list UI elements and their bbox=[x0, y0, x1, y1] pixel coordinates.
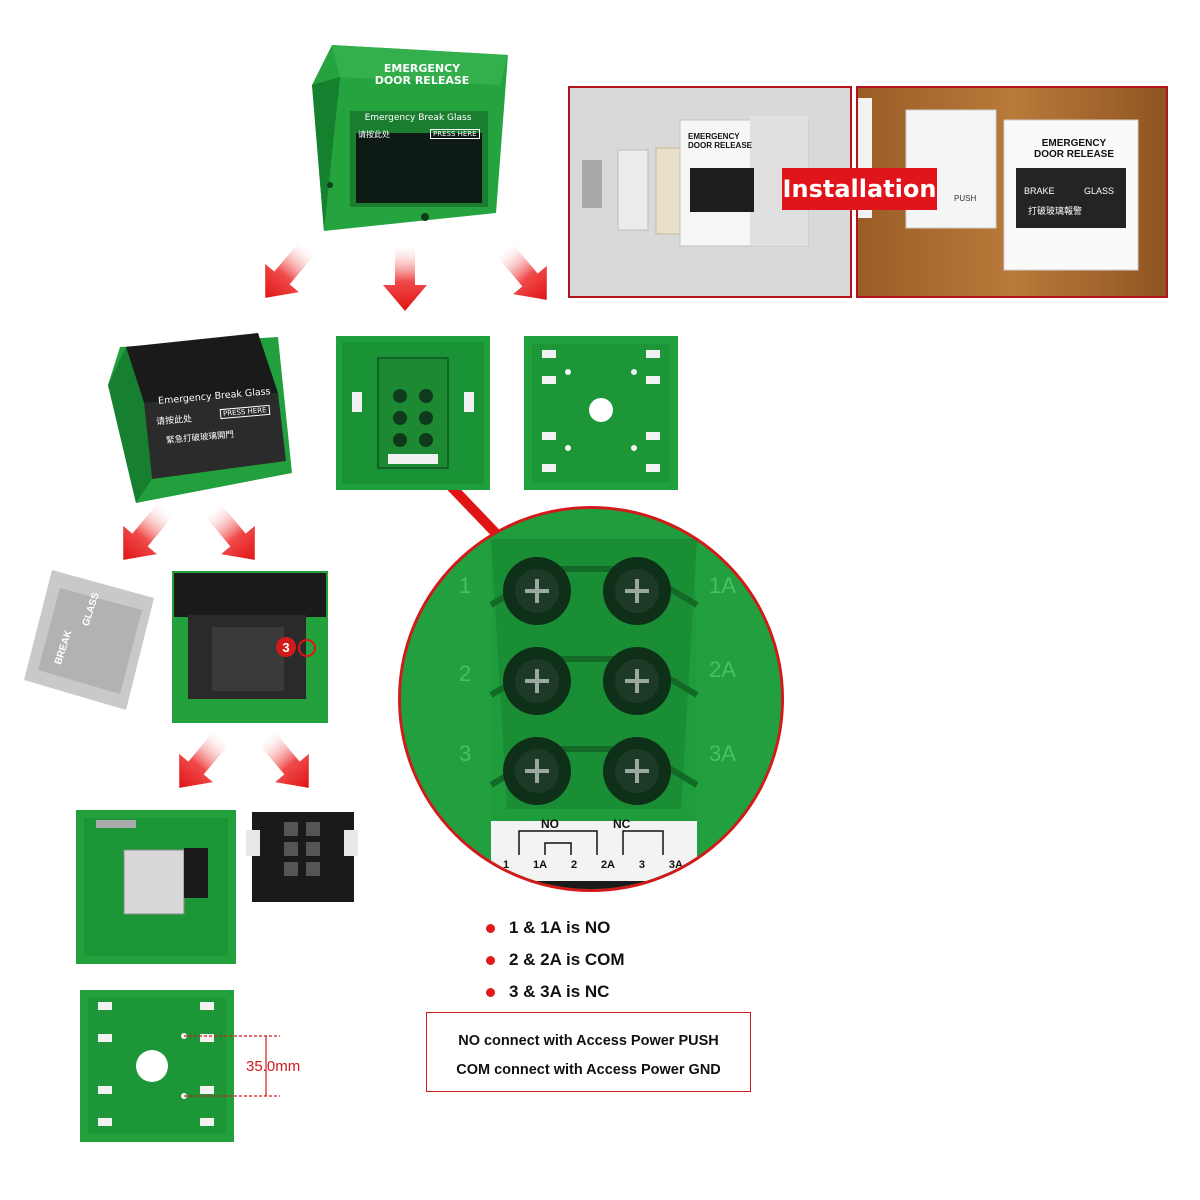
base-with-switch bbox=[76, 810, 236, 964]
diagram-no: NO bbox=[541, 817, 559, 831]
arrow-base-right bbox=[249, 723, 326, 803]
diagram-nc: NC bbox=[613, 817, 631, 831]
term-label-3: 3 bbox=[459, 741, 472, 766]
installation-photo-right: PUSH EMERGENCY DOOR RELEASE BRAKE GLASS … bbox=[856, 86, 1168, 298]
diagram-bottom-2a: 2A bbox=[600, 859, 615, 871]
wiring-note: NO connect with Access Power PUSH COM co… bbox=[426, 1012, 751, 1092]
term-label-2: 2 bbox=[459, 661, 472, 686]
note-line-2: COM connect with Access Power GND bbox=[456, 1062, 721, 1078]
bullet-icon bbox=[486, 923, 495, 933]
callout-number: 3 bbox=[282, 639, 290, 655]
term-label-1a: 1A bbox=[709, 573, 736, 598]
terminal-module bbox=[246, 810, 358, 906]
photo-right-cn: 打破玻璃報警 bbox=[1028, 206, 1083, 216]
photo-right-glass: GLASS bbox=[1084, 186, 1115, 196]
diagram-bottom-1a: 1A bbox=[533, 859, 548, 871]
glass-cn: 请按此处 bbox=[358, 130, 390, 139]
photo-right-title1: EMERGENCY bbox=[1041, 138, 1107, 149]
arrow-base-left bbox=[162, 723, 239, 803]
legend-text-com: 2 & 2A is COM bbox=[509, 950, 625, 969]
photo-push: PUSH bbox=[954, 194, 977, 203]
photo-left-title2: DOOR RELEASE bbox=[688, 141, 753, 150]
photo-left-title1: EMERGENCY bbox=[688, 132, 740, 141]
glass-press: PRESS HERE bbox=[430, 129, 480, 139]
legend-text-no: 1 & 1A is NO bbox=[509, 918, 611, 937]
arrow-down bbox=[383, 245, 427, 311]
arrow-down-left bbox=[248, 233, 325, 313]
device-back-terminal bbox=[336, 336, 490, 490]
device-front: EMERGENCY DOOR RELEASE Emergency Break G… bbox=[312, 45, 512, 233]
legend-text-nc: 3 & 3A is NC bbox=[509, 982, 610, 1001]
device-open-internal: 3 bbox=[172, 571, 328, 723]
dimension-label: 35.0mm bbox=[246, 1058, 301, 1075]
arrow-glass-left bbox=[106, 495, 183, 575]
photo-right-title2: DOOR RELEASE bbox=[1034, 149, 1115, 160]
diagram-bottom-1: 1 bbox=[503, 859, 510, 871]
diagram-bottom-3: 3 bbox=[638, 859, 645, 871]
diagram-bottom-3a: 3A bbox=[668, 859, 683, 871]
cover-title-line1: EMERGENCY bbox=[383, 62, 461, 75]
legend-item-no: 1 & 1A is NO bbox=[486, 918, 610, 938]
cover-title-line2: DOOR RELEASE bbox=[374, 74, 470, 87]
term-label-3a: 3A bbox=[709, 741, 736, 766]
glass-pane: BREAK GLASS bbox=[24, 570, 154, 710]
photo-right-brake: BRAKE bbox=[1024, 186, 1055, 196]
installation-label: Installation bbox=[782, 168, 937, 210]
diagram-bottom-2: 2 bbox=[570, 859, 578, 871]
glass-title: Emergency Break Glass bbox=[364, 113, 472, 123]
term-label-1: 1 bbox=[459, 573, 472, 598]
note-line-1: NO connect with Access Power PUSH bbox=[458, 1033, 719, 1049]
bullet-icon bbox=[486, 955, 495, 965]
bullet-icon bbox=[486, 987, 495, 997]
legend-item-com: 2 & 2A is COM bbox=[486, 950, 625, 970]
legend-item-nc: 3 & 3A is NC bbox=[486, 982, 609, 1002]
term-label-2a: 2A bbox=[709, 657, 736, 682]
device-open-glass: Emergency Break Glass 请按此处 PRESS HERE 緊急… bbox=[108, 333, 292, 505]
base-dimension bbox=[80, 990, 234, 1142]
arrow-glass-right bbox=[195, 495, 272, 575]
dimension-lines bbox=[184, 1035, 280, 1097]
callout-badge: 3 bbox=[276, 637, 296, 657]
terminal-zoom: 1 2 3 1A 2A 3A NO NC 1 1A 2 2A 3 3A bbox=[398, 506, 784, 892]
arrow-down-right bbox=[487, 235, 564, 315]
mounting-base bbox=[524, 336, 678, 490]
